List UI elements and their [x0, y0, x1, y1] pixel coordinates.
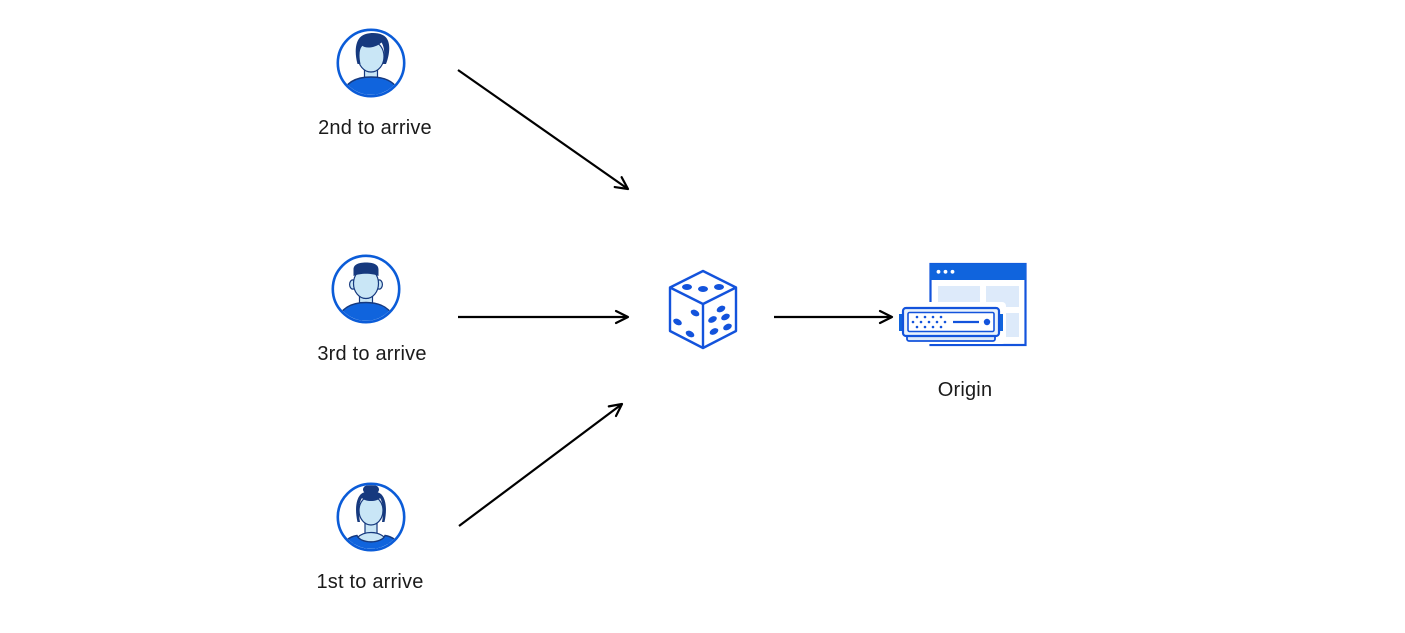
user-label-2nd: 2nd to arrive — [318, 117, 432, 139]
user-label-3rd: 3rd to arrive — [317, 343, 427, 365]
user-node-3rd — [330, 253, 402, 330]
arrow-user-1st-to-dice — [458, 402, 624, 527]
user-label-1st: 1st to arrive — [316, 571, 424, 593]
dice-node — [667, 268, 739, 357]
origin-browser-server-icon — [898, 262, 1027, 347]
origin-label: Origin — [937, 379, 993, 401]
origin-node — [897, 262, 1029, 369]
avatar-man-swept-hair-icon — [336, 28, 406, 98]
user-node-1st — [335, 481, 407, 558]
avatar-man-short-hair-icon — [331, 254, 401, 324]
avatar-woman-bun-icon — [336, 482, 406, 552]
user-node-2nd — [335, 27, 407, 104]
dice-icon — [668, 269, 738, 350]
arrow-user-2nd-to-dice — [457, 69, 630, 191]
